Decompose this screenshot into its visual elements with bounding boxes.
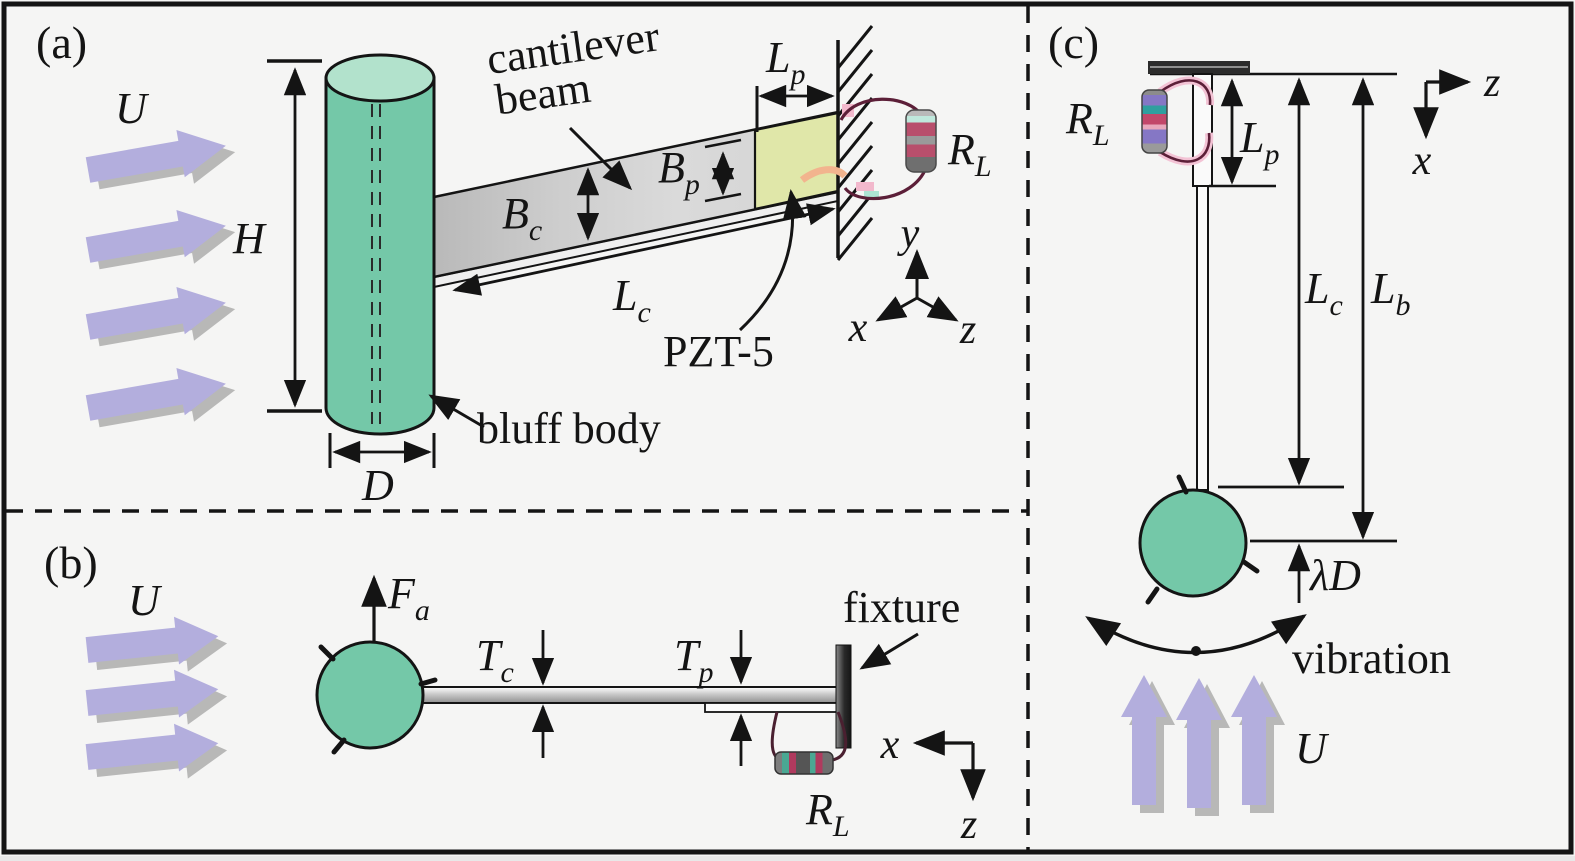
- vibration-caption: vibration: [1292, 634, 1451, 683]
- panel-b: (b) U Fa Tc Tp: [44, 537, 986, 848]
- wind-arrow: [85, 368, 236, 428]
- axis-x-arrow: [875, 296, 918, 322]
- wind-arrow: [85, 287, 236, 347]
- fixture-caption: fixture: [843, 583, 960, 632]
- wind-arrow: [85, 210, 236, 270]
- wind-arrow: [1121, 675, 1175, 813]
- panel-b-tag: (b): [44, 537, 98, 588]
- axis-x-label: x: [848, 305, 868, 351]
- wind-arrow: [1231, 675, 1285, 813]
- bp-dim-tick-top: [704, 138, 742, 149]
- wind-arrow: [85, 616, 228, 672]
- wire-tab-teal: [864, 191, 879, 198]
- axis-z-label: z: [959, 307, 976, 353]
- load-resistor: [905, 109, 937, 173]
- load-resistor: [774, 751, 834, 775]
- cylinder-axis-dashed: [371, 104, 381, 424]
- tp-label: Tp: [674, 631, 713, 689]
- fixture-bar: [835, 644, 852, 749]
- axis-x-label: x: [880, 722, 900, 768]
- rl-label: RL: [805, 785, 850, 843]
- wire-lower: [1159, 132, 1211, 163]
- axis-z-label: z: [960, 802, 977, 848]
- wind-arrow: [1176, 678, 1230, 816]
- axis-x-label: x: [1412, 138, 1432, 184]
- panel-a-tag: (a): [36, 17, 87, 68]
- pzt-caption-arrow: [738, 189, 807, 332]
- bluff-body-section: [315, 640, 425, 750]
- bluff-body-ticks: [1145, 474, 1260, 605]
- wire-tab-pink: [856, 182, 874, 191]
- rl-label: RL: [1065, 94, 1110, 152]
- load-resistor: [1141, 89, 1168, 154]
- beam-caption-arrow: [568, 126, 633, 191]
- h-dim-label: H: [232, 214, 267, 263]
- bluff-body-ticks: [318, 644, 438, 755]
- tc-label: Tc: [476, 631, 514, 689]
- lp-dim-label: Lp: [1239, 113, 1279, 171]
- electrode-tab: [799, 166, 848, 183]
- fa-label: Fa: [387, 569, 430, 627]
- lambda-d-label: λD: [1308, 551, 1361, 600]
- pzt-layer-side-view: [704, 702, 846, 713]
- lc-dim-label: Lc: [612, 271, 651, 329]
- rl-label: RL: [947, 125, 992, 183]
- lb-dim-label: Lb: [1370, 264, 1410, 322]
- lp-dim-label: Lp: [765, 33, 805, 91]
- d-dim-label: D: [361, 461, 394, 510]
- bluff-body-top-face: [324, 53, 436, 103]
- axis-y-label: y: [897, 211, 920, 257]
- pzt-patch: [753, 111, 840, 211]
- bp-dim-label: Bp: [658, 143, 700, 201]
- bluff-body-caption: bluff body: [477, 404, 661, 453]
- lc-dim-line: [452, 203, 836, 296]
- panel-c-wind-label: U: [1295, 724, 1330, 773]
- lc-dim-label: Lc: [1304, 264, 1343, 322]
- bluff-body-front: [1138, 488, 1248, 598]
- beam-side-view: [422, 686, 846, 704]
- panel-a-wind-label: U: [115, 84, 150, 133]
- wind-arrow: [85, 669, 228, 725]
- bluff-body-caption-arrow: [428, 394, 485, 429]
- panel-b-wind-label: U: [128, 576, 163, 625]
- wind-arrow: [85, 723, 228, 779]
- wire-upper: [1159, 79, 1212, 106]
- wire-right: [831, 711, 848, 762]
- pzt-caption: PZT-5: [663, 327, 774, 376]
- panel-c-tag: (c): [1048, 17, 1099, 68]
- fixture-caption-arrow: [859, 632, 919, 670]
- axis-z-label: z: [1483, 60, 1500, 106]
- wire-lower: [843, 167, 928, 201]
- panel-c: (c) Lp RL Lc Lb λD: [1048, 17, 1500, 816]
- bp-dim-tick-bottom: [704, 192, 742, 203]
- wall-hatching: [836, 25, 874, 261]
- axis-z-arrow: [916, 296, 959, 322]
- wind-arrow: [85, 130, 236, 190]
- panel-a: (a) U H: [36, 11, 992, 510]
- vibration-pivot-dot: [1191, 646, 1201, 656]
